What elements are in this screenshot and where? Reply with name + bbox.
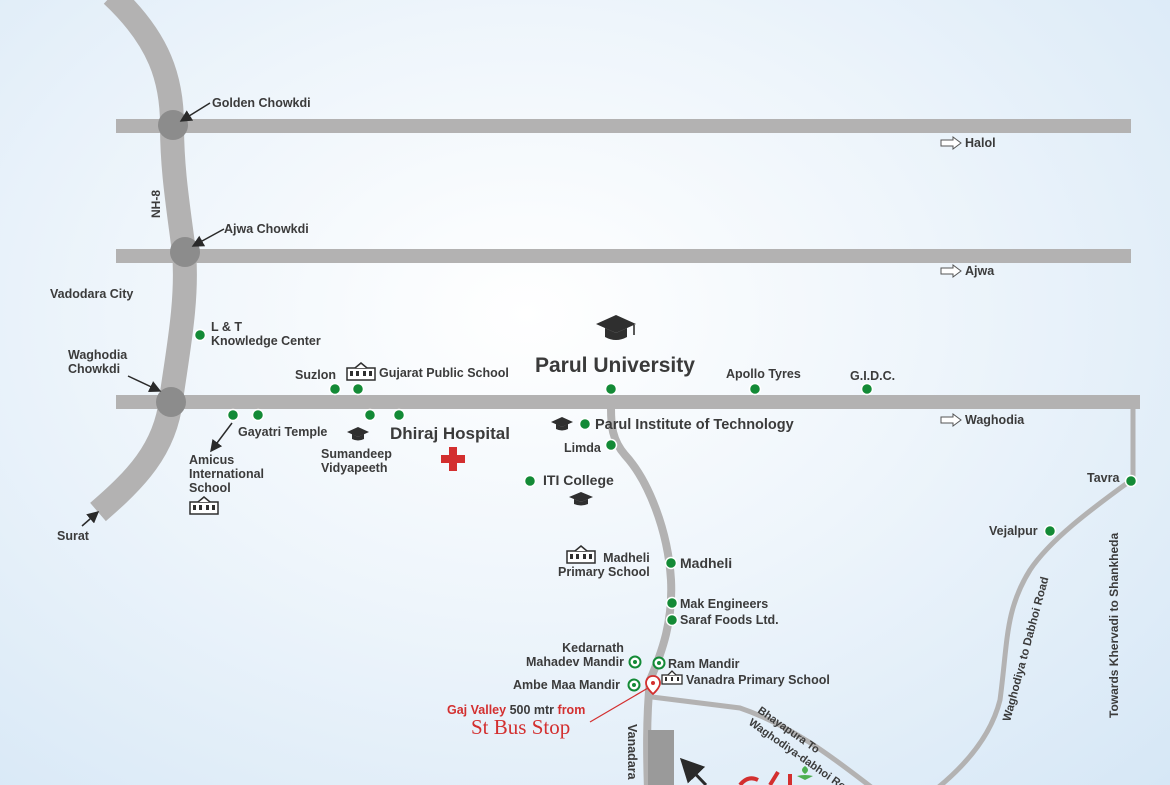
golden-chowkdi-junction <box>158 110 188 140</box>
suzlon-marker[interactable] <box>328 382 342 396</box>
waghodia-road <box>116 395 1140 409</box>
kedarnath-label: Kedarnath Mahadev Mandir <box>526 641 624 669</box>
gaj-valley-distance: 500 mtr <box>509 703 555 717</box>
sumandeep-marker[interactable] <box>363 408 377 422</box>
ajwa-chowkdi-label: Ajwa Chowkdi <box>224 222 309 236</box>
limda-label: Limda <box>564 441 601 455</box>
vanadara-road <box>607 407 676 785</box>
gayatri-temple-label: Gayatri Temple <box>238 425 328 439</box>
surat-label: Surat <box>57 529 89 543</box>
gujarat-school-marker[interactable] <box>351 382 365 396</box>
lt-label: L & T Knowledge Center <box>211 320 321 348</box>
hospital-cross-icon <box>441 447 465 471</box>
bus-stop-pin-icon[interactable] <box>645 675 661 696</box>
ajwa-chowkdi-junction <box>170 237 200 267</box>
ram-mandir-label: Ram Mandir <box>668 657 740 671</box>
vejalpur-label: Vejalpur <box>989 524 1038 538</box>
waghodia-chowkdi-junction <box>156 387 186 417</box>
tavra-marker[interactable] <box>1124 474 1138 488</box>
gidc-marker[interactable] <box>860 382 874 396</box>
waghodia-direction-label: Waghodia <box>965 413 1025 427</box>
bhayapura-road <box>651 694 873 785</box>
dhiraj-hospital-label: Dhiraj Hospital <box>390 424 510 443</box>
vanadra-school-label: Vanadra Primary School <box>686 673 830 687</box>
waghodia-direction-icon <box>940 413 962 427</box>
st-bus-stop-label: St Bus Stop <box>471 715 571 739</box>
vanadara-road-label: Vanadara <box>625 724 639 781</box>
golden-chowkdi-label: Golden Chowkdi <box>212 96 311 110</box>
mak-marker[interactable] <box>665 596 679 610</box>
golden-chowkdi-road <box>116 119 1131 133</box>
gaj-valley-callout: Gaj Valley 500 mtr from <box>447 703 585 717</box>
school-building-icon <box>566 545 596 564</box>
ambe-temple-icon <box>627 678 641 692</box>
khervadi-road-label: Towards Khervadi to Shankheda <box>1107 533 1121 718</box>
parul-university-label: Parul University <box>535 354 695 377</box>
amicus-label: Amicus International School <box>189 453 265 495</box>
ajwa-direction-label: Ajwa <box>965 264 995 278</box>
saraf-marker[interactable] <box>665 613 679 627</box>
lt-marker[interactable] <box>193 328 207 342</box>
waghodia-chowkdi-label: Waghodia Chowkdi <box>68 348 128 376</box>
nh8-road-label: NH-8 <box>149 190 163 218</box>
waghodiya-dabhoi-road <box>937 478 1132 785</box>
parul-institute-label: Parul Institute of Technology <box>595 417 794 433</box>
waghodiya-dabhoi-road-label: Waghodiya to Dabhoi Road <box>1001 576 1051 723</box>
madheli-marker[interactable] <box>664 556 678 570</box>
gujarat-public-school-label: Gujarat Public School <box>379 366 509 380</box>
iti-college-label: ITI College <box>543 472 614 488</box>
school-building-icon <box>189 496 219 515</box>
gaj-valley-name: Gaj Valley <box>447 703 507 717</box>
dhiraj-marker[interactable] <box>392 408 406 422</box>
graduation-cap-icon <box>596 315 636 340</box>
saraf-foods-label: Saraf Foods Ltd. <box>680 613 779 627</box>
kedarnath-temple-icon <box>628 655 642 669</box>
sumandeep-label: Sumandeep Vidyapeeth <box>321 447 392 475</box>
gaj-valley-from: from <box>557 703 586 717</box>
parul-university-marker[interactable] <box>604 382 618 396</box>
gidc-label: G.I.D.C. <box>850 369 896 383</box>
school-building-icon <box>346 362 376 381</box>
ajwa-direction-icon <box>940 264 962 278</box>
limda-marker[interactable] <box>604 438 618 452</box>
ajwa-road <box>116 249 1131 263</box>
leaf-logo-icon <box>797 766 813 780</box>
halol-label: Halol <box>965 136 996 150</box>
vadodara-city-label: Vadodara City <box>50 287 134 301</box>
bhayapura-road-label-2: Waghodiya-dabhoi Road <box>746 717 858 785</box>
suzlon-label: Suzlon <box>295 368 336 382</box>
gayatri-marker-2[interactable] <box>251 408 265 422</box>
madheli-school-label: Madheli Primary School <box>558 551 650 579</box>
mak-engineers-label: Mak Engineers <box>680 597 769 611</box>
ram-mandir-temple-icon <box>652 656 666 670</box>
apollo-tyres-label: Apollo Tyres <box>726 367 801 381</box>
halol-direction-icon <box>940 136 962 150</box>
graduation-cap-icon <box>551 417 573 431</box>
parul-institute-marker[interactable] <box>578 417 592 431</box>
graduation-cap-icon <box>347 427 369 441</box>
apollo-marker[interactable] <box>748 382 762 396</box>
vejalpur-marker[interactable] <box>1043 524 1057 538</box>
tavra-label: Tavra <box>1087 471 1120 485</box>
madheli-label: Madheli <box>680 555 733 571</box>
site-plot <box>648 730 674 785</box>
iti-marker[interactable] <box>523 474 537 488</box>
gayatri-marker-1[interactable] <box>226 408 240 422</box>
graduation-cap-icon <box>569 492 593 506</box>
ambe-mandir-label: Ambe Maa Mandir <box>513 678 620 692</box>
school-building-icon <box>661 670 683 685</box>
